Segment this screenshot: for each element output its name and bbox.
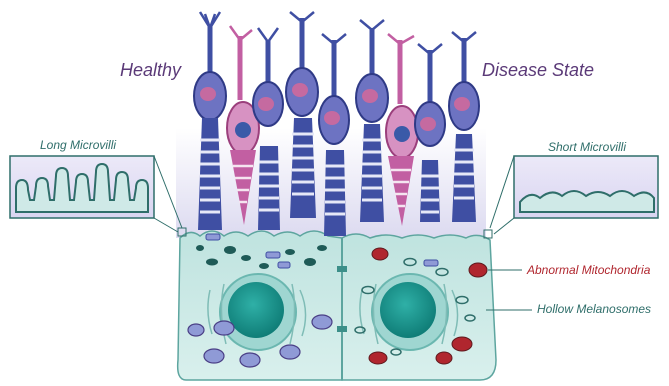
short-microvilli-label: Short Microvilli — [548, 140, 626, 154]
long-microvilli-inset — [10, 156, 186, 236]
abnormal-mitochondria-label: Abnormal Mitochondria — [527, 263, 650, 277]
long-microvilli-label: Long Microvilli — [40, 138, 116, 152]
short-microvilli-inset — [484, 156, 658, 238]
junction-mark — [337, 266, 347, 272]
hollow-melanosomes-label: Hollow Melanosomes — [537, 302, 651, 316]
healthy-label: Healthy — [120, 60, 181, 81]
nucleus-healthy-core — [228, 282, 284, 338]
rod-7 — [449, 32, 479, 222]
nucleus-disease-core — [380, 282, 436, 338]
disease-state-label: Disease State — [482, 60, 594, 81]
rpe-layer — [178, 231, 496, 380]
junction-mark — [337, 326, 347, 332]
